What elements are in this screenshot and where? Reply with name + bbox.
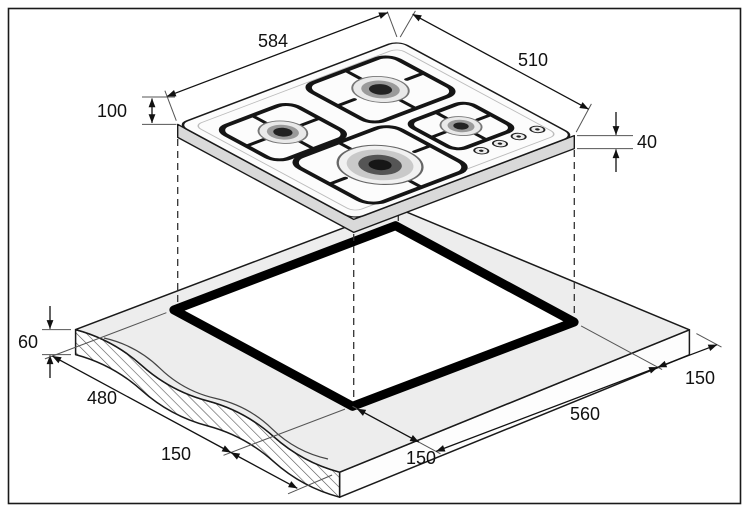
dimension-line: [356, 408, 420, 443]
diagram-border: [7, 7, 742, 505]
dim-label-clearance-front: 150: [406, 448, 436, 468]
dimension-line: [230, 451, 298, 489]
dim-label-worktop-thickness: 60: [18, 332, 38, 352]
dimension-line: [166, 11, 388, 97]
hob-top: [181, 42, 571, 218]
dimension-hob-height: 100: [97, 96, 177, 125]
dim-label-clearance-right: 150: [685, 368, 715, 388]
dim-label-hob-width: 584: [258, 31, 288, 51]
dimension-worktop-thickness: 60: [18, 306, 71, 378]
dimension-cutout-width: 560: [435, 325, 663, 453]
dimension-clearance-right: 150: [657, 333, 722, 388]
control-knobs: [473, 125, 546, 155]
dimension-line: [435, 366, 659, 453]
dimension-hob-depth: 510: [399, 10, 592, 133]
dim-label-cutout-width: 560: [570, 404, 600, 424]
dim-label-hob-depth: 510: [518, 50, 548, 70]
dimension-hob-edge-thickness: 40: [577, 112, 657, 172]
dimension-cutout-depth: 480: [44, 312, 346, 456]
hob-edge-band: [177, 123, 575, 234]
burner-back-left: [257, 120, 309, 144]
pan-supports: [218, 55, 515, 205]
dim-label-hob-edge-thickness: 40: [637, 132, 657, 152]
dimension-clearance-front: 150: [352, 405, 441, 468]
dimension-clearance-front-left: 150: [161, 444, 333, 495]
dimension-line: [412, 13, 589, 110]
dim-label-clearance-front-left: 150: [161, 444, 191, 464]
dimension-line: [657, 344, 718, 368]
dimension-hob-width: 584: [164, 11, 398, 121]
dim-label-hob-height: 100: [97, 101, 127, 121]
burner-front-right: [439, 116, 483, 136]
dimension-annotations: 584 510 100 40: [18, 10, 722, 495]
dim-label-cutout-depth: 480: [87, 388, 117, 408]
cutout-opening: [169, 221, 579, 411]
dimension-line: [52, 355, 232, 454]
burner-wok-front-left: [336, 144, 424, 185]
